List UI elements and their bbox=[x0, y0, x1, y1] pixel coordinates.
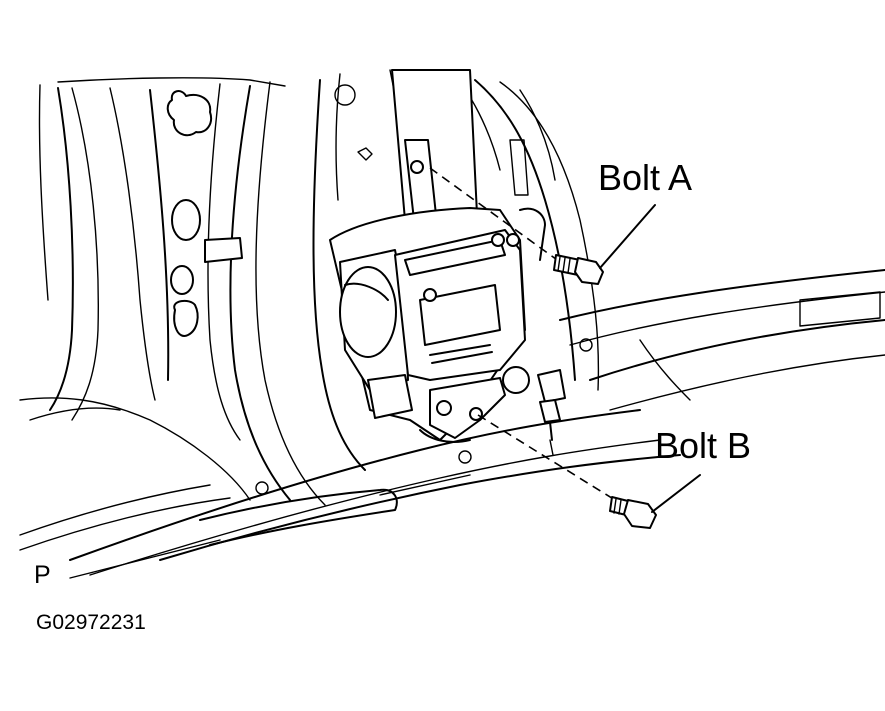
alignment-lines bbox=[429, 167, 616, 501]
pillar-clips bbox=[166, 84, 593, 495]
bolt-a-drawing bbox=[553, 204, 656, 285]
body-panel-lines bbox=[19, 69, 885, 579]
retractor-assembly bbox=[329, 207, 546, 443]
harness-connector bbox=[537, 369, 566, 456]
figure-code: G02972231 bbox=[36, 611, 146, 634]
view-letter: P bbox=[34, 561, 51, 589]
bolt-a-label: Bolt A bbox=[598, 157, 693, 198]
bolt-b-drawing bbox=[609, 474, 701, 529]
bolt-b-label: Bolt B bbox=[655, 425, 752, 466]
